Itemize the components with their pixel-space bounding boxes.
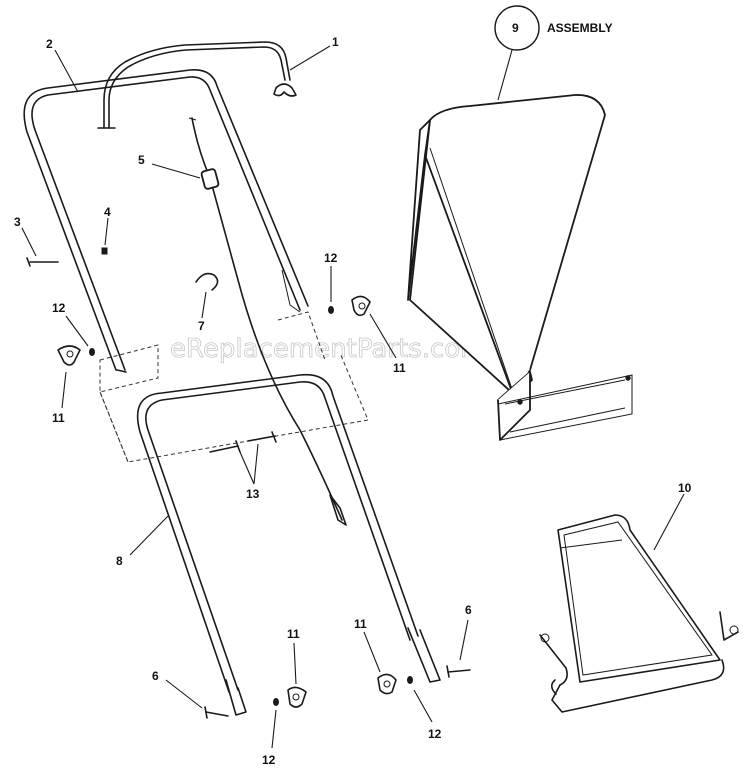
part-11-knob-bottom-mid — [287, 642, 307, 708]
callout-12-bottom-left: 12 — [262, 753, 276, 767]
part-11-knob-bottom-right — [363, 631, 397, 695]
callout-6-right: 6 — [465, 603, 472, 617]
part-3-bolt — [21, 227, 59, 267]
callout-6-left: 6 — [152, 669, 159, 683]
callout-2: 2 — [46, 37, 53, 51]
part-11-knob-left — [57, 345, 81, 409]
callout-11-right: 11 — [393, 361, 406, 375]
callout-12-left: 12 — [52, 301, 66, 315]
part-2-upper-handle — [23, 49, 309, 373]
callout-4: 4 — [104, 205, 111, 219]
part-12-washer-bottom-right — [407, 676, 433, 723]
part-5-cable — [151, 117, 347, 526]
part-10-bag-frame — [539, 493, 739, 713]
callout-11-left: 11 — [52, 411, 65, 425]
callout-5: 5 — [138, 153, 145, 167]
callout-8: 8 — [116, 554, 123, 568]
part-9-grass-bag — [407, 49, 633, 441]
assembly-label: ASSEMBLY — [547, 21, 613, 35]
callout-9: 9 — [512, 21, 519, 35]
callout-11-bottom-right: 11 — [354, 617, 367, 631]
callout-11-bottom-mid: 11 — [287, 627, 300, 641]
part-11-knob-right — [351, 295, 397, 359]
callout-10: 10 — [678, 481, 692, 495]
part-6-bolt-left — [165, 679, 229, 719]
part-12-washer-left — [65, 315, 95, 356]
assembly-callout-circle — [494, 5, 540, 51]
part-13-bolts — [209, 431, 277, 485]
callout-1: 1 — [332, 35, 339, 49]
part-6-bolt-right — [446, 619, 471, 678]
callout-12-bottom-right: 12 — [428, 727, 442, 741]
part-12-washer-right — [328, 266, 334, 314]
part-12-washer-bottom-left — [271, 698, 279, 749]
part-7-clip — [195, 272, 219, 319]
callout-7: 7 — [198, 319, 205, 333]
watermark-text: eReplacementParts.com — [170, 334, 486, 364]
callout-12-right: 12 — [324, 251, 338, 265]
part-4-nut — [101, 217, 109, 255]
callout-13: 13 — [246, 487, 260, 501]
part-8-lower-handle — [129, 373, 441, 716]
callout-3: 3 — [14, 215, 21, 229]
